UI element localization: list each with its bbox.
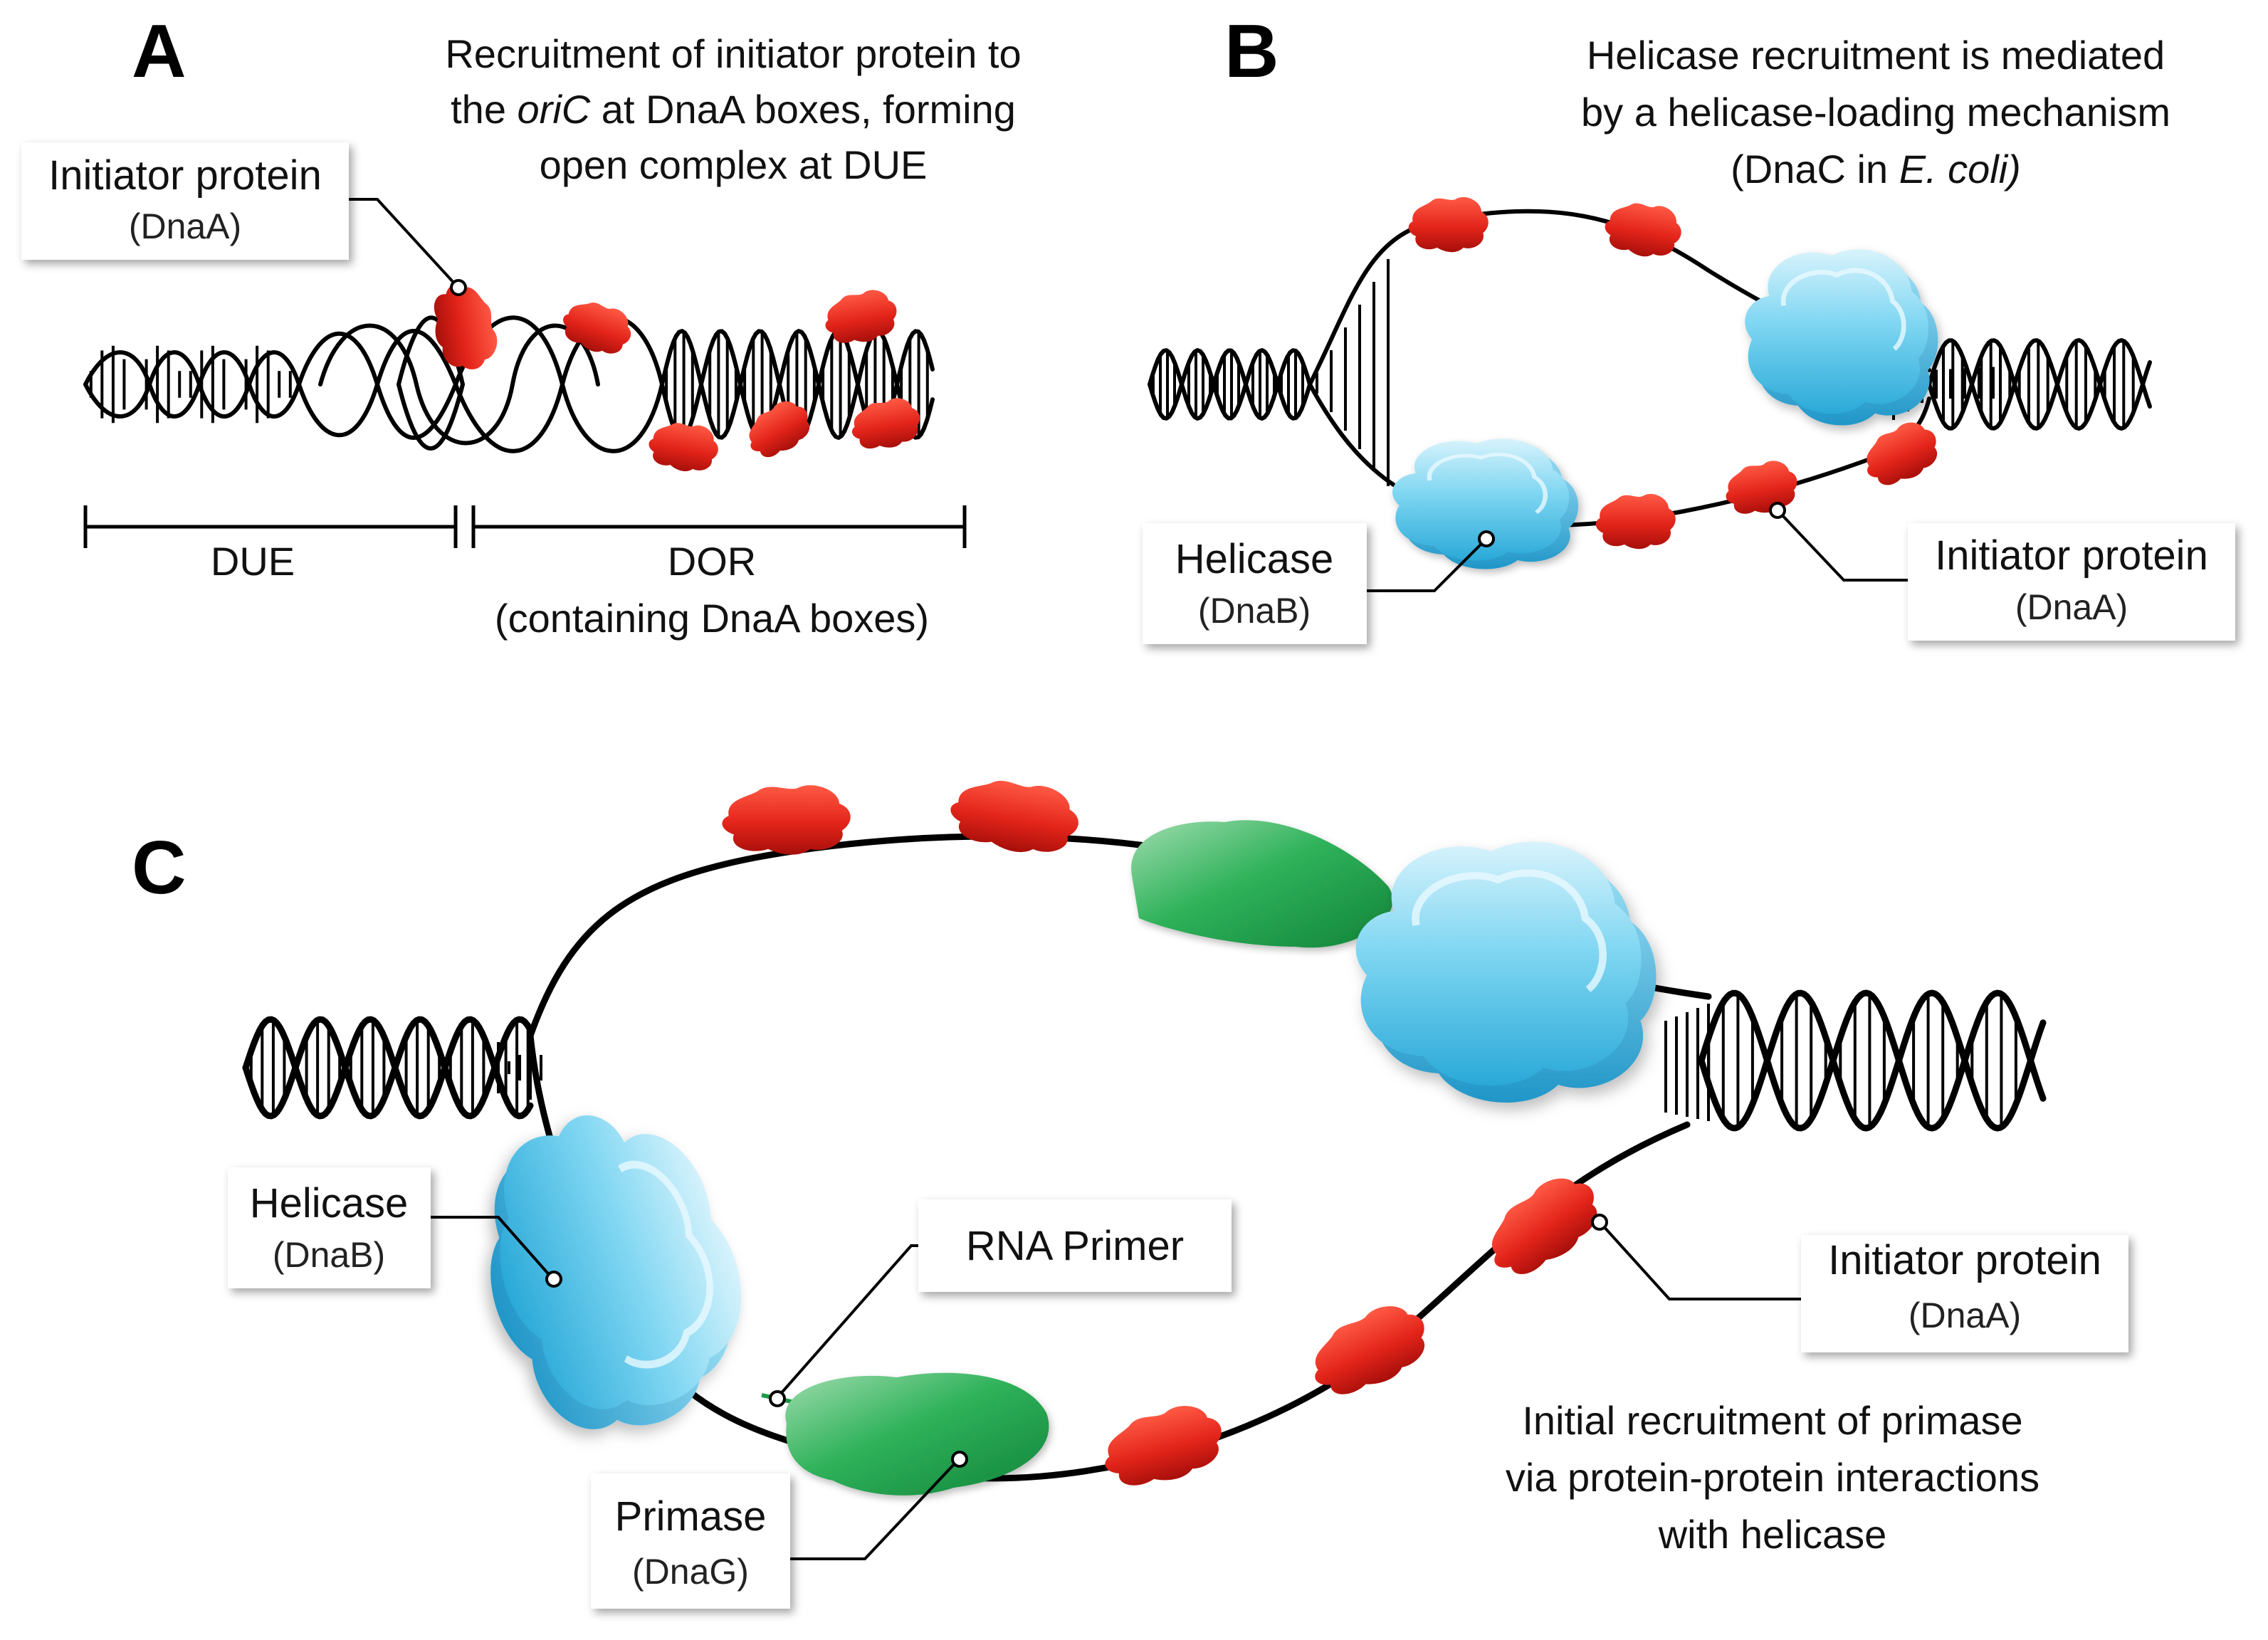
dnaa-protein <box>1408 196 1489 253</box>
dnaa-protein <box>1095 1397 1231 1496</box>
svg-text:(DnaB): (DnaB) <box>273 1235 385 1275</box>
panel-a-caption-line2: the oriC at DnaA boxes, forming <box>451 87 1016 132</box>
panel-b-caption-line3: (DnaC in E. coli) <box>1731 147 2021 191</box>
dnaa-protein <box>945 771 1084 862</box>
dna-strand <box>1148 348 1312 421</box>
panel-c-initiator-label: Initiator protein (DnaA) <box>1591 1214 2128 1352</box>
panel-b-initiator-label: Initiator protein (DnaA) <box>1769 502 2235 641</box>
svg-text:Initiator protein: Initiator protein <box>1828 1237 2101 1283</box>
panel-b: B Helicase recruitment is mediated by a … <box>1143 9 2235 644</box>
panel-c-helicases <box>444 842 1657 1461</box>
svg-text:RNA Primer: RNA Primer <box>966 1223 1184 1269</box>
dna-strand <box>660 329 935 440</box>
dnab-helicase <box>1392 438 1578 569</box>
dnaa-protein <box>1855 414 1947 495</box>
dna-strand <box>1698 989 2047 1132</box>
dor-sublabel: (containing DnaA boxes) <box>495 596 929 641</box>
svg-text:(DnaB): (DnaB) <box>1198 591 1311 631</box>
dnaa-protein <box>556 293 638 362</box>
svg-text:Primase: Primase <box>615 1493 767 1540</box>
panel-a-letter: A <box>132 9 187 93</box>
dnaa-protein <box>1600 196 1686 263</box>
panel-b-replication-bubble <box>1148 209 2152 527</box>
dna-strand <box>242 1016 534 1120</box>
panel-b-caption-line1: Helicase recruitment is mediated <box>1587 33 2165 78</box>
dnaa-protein <box>1721 457 1802 520</box>
panel-b-helicase-label: Helicase (DnaB) <box>1143 523 1495 644</box>
panel-c-helicase-label: Helicase (DnaB) <box>228 1167 562 1288</box>
dnab-helicase <box>1745 249 1938 425</box>
panel-b-caption-line2: by a helicase-loading mechanism <box>1581 90 2170 135</box>
panel-c-primer-label: RNA Primer <box>769 1199 1232 1407</box>
panel-c-letter: C <box>132 826 187 910</box>
panel-c-caption-line2: via protein-protein interactions <box>1506 1455 2039 1500</box>
svg-text:Initiator protein: Initiator protein <box>48 152 322 199</box>
svg-text:(DnaA): (DnaA) <box>2015 587 2128 627</box>
panel-c-primase-top <box>1131 820 1393 948</box>
dnab-helicase <box>1356 842 1657 1103</box>
dnaa-protein <box>847 394 925 454</box>
dnaa-protein <box>1595 493 1676 550</box>
svg-text:(DnaG): (DnaG) <box>632 1552 749 1592</box>
panel-a: A Recruitment of initiator protein to th… <box>21 9 1022 641</box>
panel-c-primase-label: Primase (DnaG) <box>591 1451 968 1609</box>
panel-c: C <box>132 771 2128 1609</box>
panel-a-caption-line1: Recruitment of initiator protein to <box>445 31 1021 76</box>
panel-a-region-brackets: DUE DOR (containing DnaA boxes) <box>83 505 967 641</box>
dor-label: DOR <box>668 539 756 584</box>
dnaa-protein <box>1474 1162 1613 1290</box>
panel-a-initiator-label: Initiator protein (DnaA) <box>21 142 467 296</box>
svg-text:(DnaA): (DnaA) <box>129 206 241 246</box>
svg-text:Helicase: Helicase <box>1175 536 1333 582</box>
dna-strand <box>242 1016 534 1120</box>
dna-strand <box>1927 338 2152 431</box>
dnaa-protein <box>722 785 851 855</box>
svg-text:(DnaA): (DnaA) <box>1909 1295 2021 1335</box>
dnag-primase <box>785 1372 1049 1496</box>
panel-c-primase-bottom <box>785 1372 1049 1496</box>
dnab-helicase <box>444 1083 779 1461</box>
dna-strand <box>1148 348 1312 421</box>
dna-strand <box>1698 989 2047 1132</box>
svg-text:Initiator protein: Initiator protein <box>1935 532 2208 579</box>
panel-c-caption-line1: Initial recruitment of primase <box>1522 1398 2022 1443</box>
panel-a-caption-line3: open complex at DUE <box>540 142 928 187</box>
svg-text:Helicase: Helicase <box>250 1180 408 1226</box>
panel-b-letter: B <box>1224 9 1279 93</box>
due-label: DUE <box>211 539 295 584</box>
panel-c-caption-line3: with helicase <box>1658 1512 1887 1557</box>
dna-strand <box>1927 338 2152 431</box>
dnag-primase <box>1131 820 1393 948</box>
